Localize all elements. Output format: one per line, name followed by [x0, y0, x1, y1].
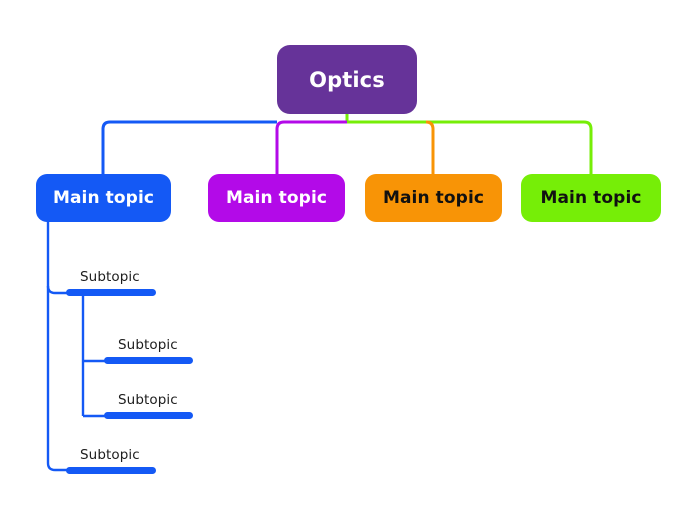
connector-root-to-main-2 [425, 120, 435, 174]
connector-root-to-main-1 [275, 120, 347, 174]
main-topic-node-1[interactable]: Main topic [36, 174, 171, 222]
root-node-optics[interactable]: Optics [277, 45, 417, 114]
subtopic-label: Subtopic [118, 392, 178, 408]
main-topic-node-3[interactable]: Main topic [365, 174, 502, 222]
subtopic-underline-bar [66, 289, 156, 296]
subtopic-underline-bar [66, 467, 156, 474]
subtopic-underline-bar [104, 357, 193, 364]
subtopic-label: Subtopic [118, 337, 178, 353]
main-topic-node-2[interactable]: Main topic [208, 174, 345, 222]
subtopic-node-4[interactable]: Subtopic [66, 441, 156, 474]
connector-root-to-main-0 [101, 120, 277, 174]
subtopic-label: Subtopic [80, 269, 140, 285]
subtopic-node-2[interactable]: Subtopic [104, 331, 193, 364]
subtopic-node-3[interactable]: Subtopic [104, 386, 193, 419]
connector-root-to-main-3 [345, 112, 593, 174]
main-topic-node-4[interactable]: Main topic [521, 174, 661, 222]
subtopic-underline-bar [104, 412, 193, 419]
subtopic-label: Subtopic [80, 447, 140, 463]
subtopic-node-1[interactable]: Subtopic [66, 263, 156, 296]
connector-main-0-trunk [46, 222, 70, 472]
